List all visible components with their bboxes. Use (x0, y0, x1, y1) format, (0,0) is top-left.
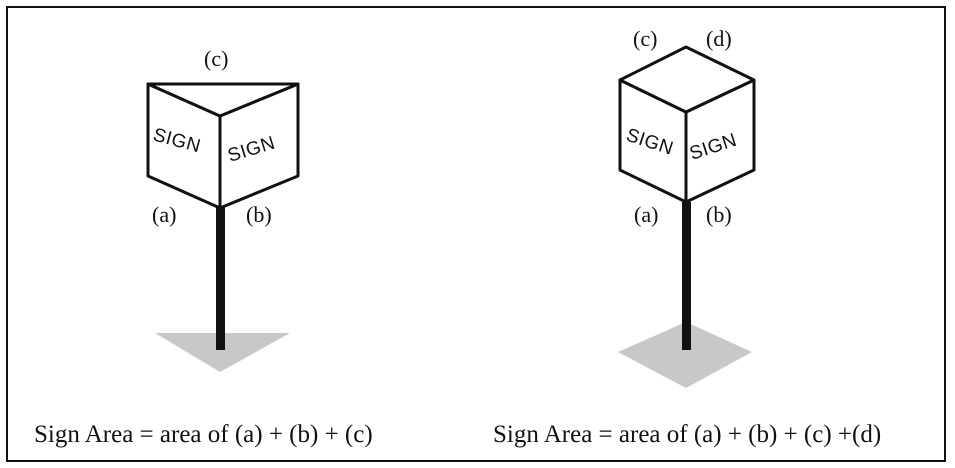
left-label-a: (a) (152, 202, 176, 227)
right-label-b: (b) (706, 202, 732, 227)
left-label-c: (c) (204, 46, 228, 71)
right-label-a: (a) (634, 202, 658, 227)
diagram-frame (6, 6, 946, 462)
left-sign-post (216, 206, 225, 350)
left-ground-shadow (155, 333, 290, 372)
left-face-c-top (146, 82, 300, 118)
right-caption: Sign Area = area of (a) + (b) + (c) +(d) (493, 421, 882, 448)
right-ground-shadow (618, 322, 752, 388)
left-label-b: (b) (246, 202, 272, 227)
right-label-c: (c) (633, 26, 657, 51)
cube-sign-figure: SIGN SIGN (c) (d) (a) (b) (618, 26, 756, 388)
right-top-face (618, 45, 756, 114)
right-label-d: (d) (706, 26, 732, 51)
left-caption: Sign Area = area of (a) + (b) + (c) (34, 421, 373, 448)
triangular-sign-figure: SIGN SIGN (c) (a) (b) (146, 46, 300, 372)
right-sign-post (682, 202, 691, 350)
